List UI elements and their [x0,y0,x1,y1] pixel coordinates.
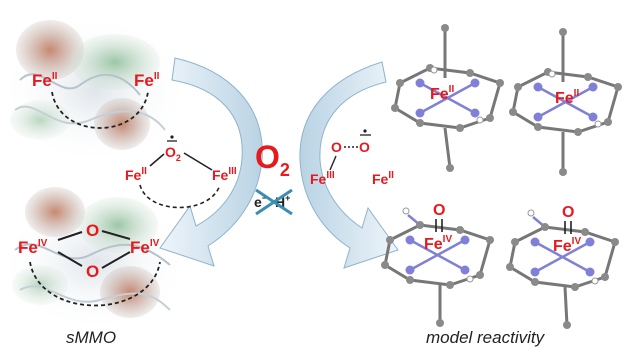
fe-label: FeIII [310,170,335,187]
dashed-bridge [51,91,149,129]
fe-label: FeIV [130,238,160,257]
fe-label: FeII [430,84,454,103]
fe-label: FeII [134,71,160,90]
fe-label: FeII [125,166,147,183]
curved-arrow-icon-left [159,57,263,267]
oxo-label: O [86,262,99,281]
macrocycle-ball-stick-icon [391,24,504,172]
macrocycle-ball-stick-icon [509,28,622,176]
fe-label: FeII [32,71,58,90]
curved-arrow-icon-right [299,61,399,269]
proton-label: H+ [275,193,290,210]
macrocycle-ball-stick-icon [506,209,619,329]
protein-ribbon-icon-bottom [0,187,190,332]
fe-label: FeIV [553,236,581,255]
o2-superoxo-label: O2 [165,144,181,163]
protein-ribbon-icon-top [0,15,190,165]
fe-label: FeIV [18,238,48,257]
oxo-label: O [359,139,370,155]
fe-label: FeII [555,88,579,107]
oxo-label: O [331,139,342,155]
caption-smmo: sMMO [66,328,116,347]
macrocycle-ball-stick-icon [381,207,494,327]
fe-label: FeIV [424,234,452,253]
fe-label: FeIII [212,166,237,183]
fe-label: FeII [372,170,394,187]
radical-dot [170,135,174,139]
electron-label: e− [254,193,267,210]
o2-reactant-label: O2 [255,139,290,180]
oxo-label: O [433,202,445,219]
oxo-label: O [562,204,574,221]
caption-model-reactivity: model reactivity [426,328,546,347]
cross-icon [255,188,293,216]
oxo-label: O [86,221,99,240]
